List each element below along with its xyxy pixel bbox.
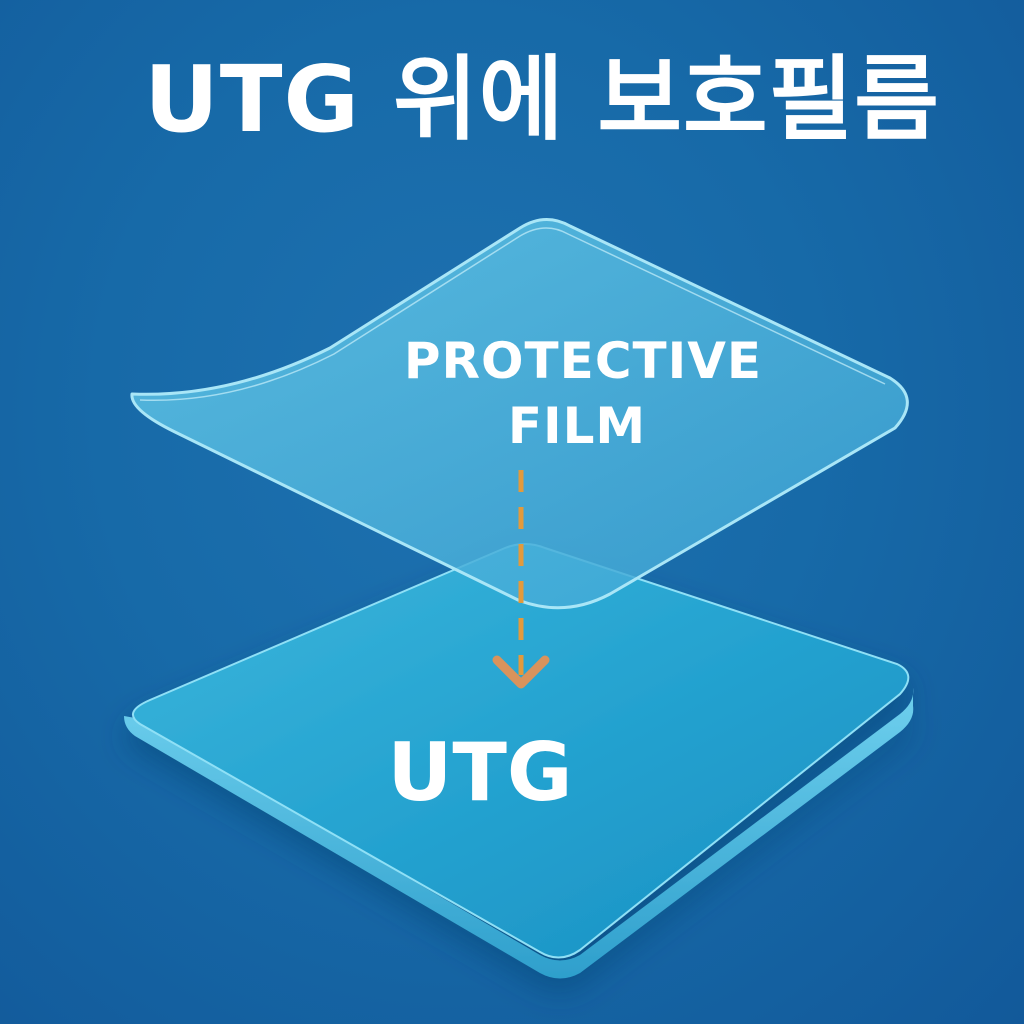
apply-arrow-head: [492, 655, 550, 689]
film-label-line1: PROTECTIVE: [404, 332, 762, 390]
page-title: UTG 위에 보호필름: [144, 46, 940, 153]
utg-label: UTG: [387, 726, 572, 819]
film-label-line2: FILM: [508, 397, 646, 455]
protective-film-shape: [130, 218, 909, 610]
apply-arrow: [492, 470, 550, 689]
protective-film-sheet: [130, 218, 909, 610]
utg-plate-edge: [124, 688, 914, 979]
protective-film-edge-highlight: [139, 227, 886, 402]
